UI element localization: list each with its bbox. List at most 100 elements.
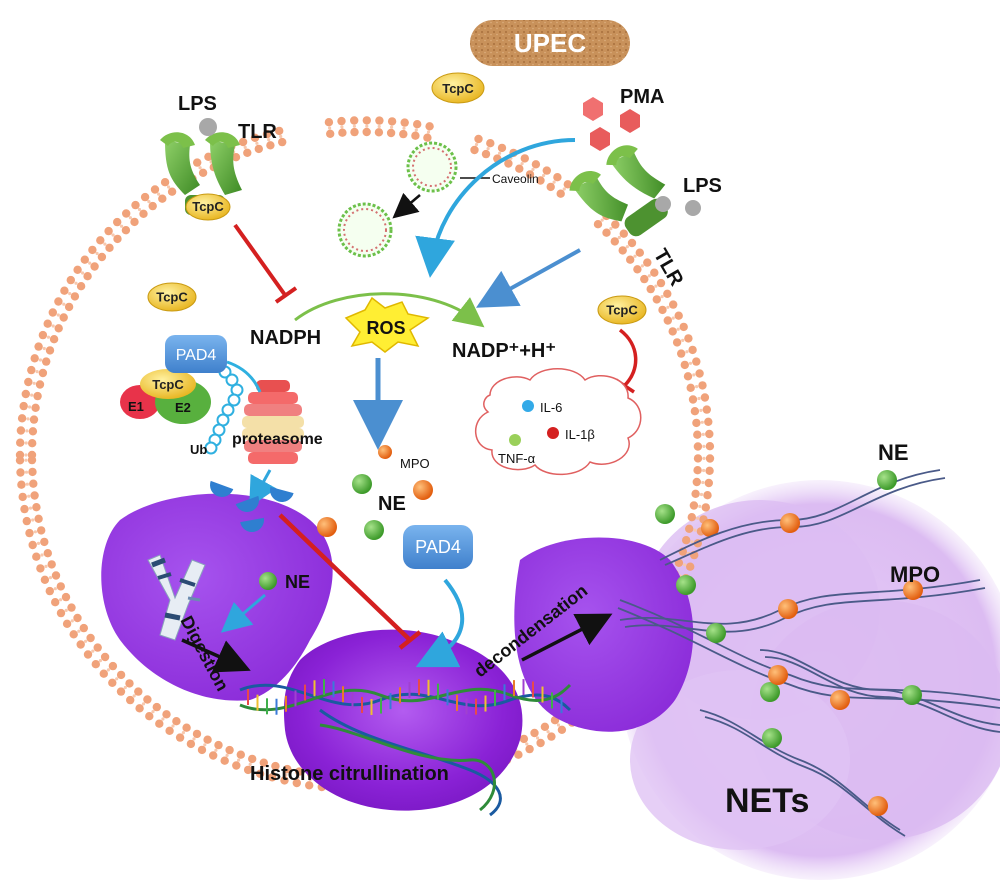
membrane-tail	[237, 758, 241, 762]
membrane-tail	[137, 207, 142, 212]
caveolin-label: Caveolin	[492, 172, 539, 186]
membrane-bead	[165, 726, 174, 735]
ne-label: NE	[378, 493, 406, 515]
membrane-bead	[557, 725, 567, 734]
membrane-bead	[259, 758, 268, 767]
membrane-bead	[76, 640, 85, 649]
tcpc-label: TcpC	[152, 377, 184, 392]
lps-right-label: LPS	[683, 175, 722, 197]
membrane-tail	[103, 242, 107, 246]
membrane-bead	[656, 278, 666, 288]
membrane-tail	[123, 685, 127, 690]
membrane-bead	[350, 127, 359, 137]
membrane-tail	[701, 432, 705, 436]
membrane-bead	[17, 480, 26, 489]
membrane-bead	[20, 504, 29, 514]
membrane-tail	[68, 292, 72, 296]
e2-label: E2	[175, 400, 191, 415]
membrane-bead	[693, 430, 702, 439]
membrane-bead	[35, 380, 45, 389]
membrane-bead	[88, 245, 97, 255]
nets-cloud	[620, 480, 1000, 880]
membrane-bead	[679, 322, 688, 332]
membrane-bead	[519, 734, 529, 744]
membrane-tail	[272, 770, 276, 774]
membrane-tail	[562, 187, 566, 191]
membrane-bead	[646, 284, 655, 294]
membrane-bead	[43, 319, 52, 328]
membrane-tail	[255, 141, 259, 145]
membrane-tail	[24, 441, 28, 445]
mpo-granule	[780, 513, 800, 533]
membrane-bead	[148, 201, 157, 211]
membrane-tail	[151, 710, 155, 714]
membrane-bead	[643, 258, 652, 267]
membrane-tail	[128, 216, 132, 220]
membrane-bead	[192, 729, 202, 739]
lps-molecule	[685, 200, 701, 216]
membrane-tail	[633, 254, 637, 258]
membrane-tail	[36, 541, 41, 546]
membrane-bead	[692, 357, 701, 366]
membrane-bead	[40, 537, 49, 547]
tlr-right-label: TLR	[649, 245, 688, 290]
membrane-bead	[682, 536, 691, 545]
membrane-tail	[279, 134, 283, 139]
membrane-tail	[696, 516, 700, 520]
membrane-bead	[374, 128, 384, 137]
membrane-bead	[702, 405, 711, 414]
membrane-tail	[340, 125, 344, 129]
membrane-tail	[51, 324, 55, 328]
ros-label: ROS	[366, 318, 405, 338]
membrane-tail	[625, 245, 629, 249]
membrane-bead	[610, 237, 619, 246]
membrane-tail	[552, 180, 556, 184]
membrane-bead	[275, 126, 284, 136]
granule-proteins: MPO NE NE	[259, 445, 719, 592]
membrane-bead	[33, 391, 42, 401]
membrane-bead	[387, 117, 397, 126]
membrane-bead	[255, 769, 265, 778]
membrane-bead	[51, 571, 61, 580]
membrane-bead	[83, 272, 92, 281]
membrane-bead	[266, 141, 275, 150]
histone-citrullination-label: Histone citrullination	[250, 763, 449, 785]
membrane-tail	[53, 587, 57, 591]
membrane-bead	[386, 128, 396, 138]
membrane-bead	[16, 426, 26, 435]
ubiquitin	[227, 393, 241, 407]
membrane-bead	[17, 414, 27, 423]
membrane-bead	[618, 246, 627, 255]
membrane-tail	[46, 335, 51, 339]
nets-mpo-label: MPO	[890, 562, 940, 587]
membrane-tail	[248, 762, 252, 767]
membrane-bead	[15, 456, 25, 465]
membrane-bead	[86, 633, 95, 643]
membrane-bead	[18, 492, 27, 502]
membrane-bead	[663, 289, 672, 298]
membrane-tail	[147, 200, 151, 204]
membrane-bead	[626, 255, 635, 264]
membrane-bead	[167, 187, 177, 196]
membrane-bead	[32, 552, 41, 561]
membrane-bead	[693, 466, 702, 475]
membrane-bead	[61, 592, 71, 602]
membrane-tail	[26, 417, 30, 421]
membrane-tail	[702, 456, 706, 460]
membrane-tail	[666, 305, 670, 309]
caveolin-vesicles: Caveolin	[337, 141, 539, 258]
net-fibre	[764, 656, 1000, 733]
membrane-bead	[692, 477, 701, 487]
membrane-bead	[90, 262, 99, 271]
membrane-bead	[60, 286, 69, 295]
membrane-tail	[171, 724, 175, 728]
dna-helix	[239, 679, 572, 817]
membrane-bead	[186, 739, 196, 749]
membrane-bead	[640, 274, 649, 284]
membrane-tail	[698, 504, 702, 508]
membrane-tail	[390, 125, 394, 129]
membrane-tail	[84, 639, 88, 643]
membrane-bead	[121, 226, 131, 235]
membrane-tail	[24, 470, 29, 474]
membrane-bead	[672, 338, 682, 347]
